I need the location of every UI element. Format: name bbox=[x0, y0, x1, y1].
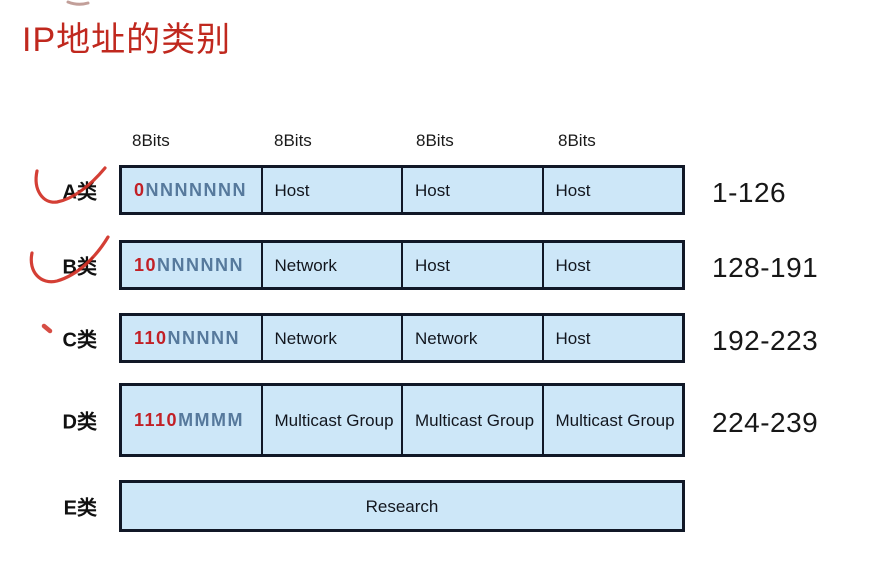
class-a-octet-3: Host bbox=[401, 168, 542, 212]
class-c-label: C类 bbox=[62, 329, 97, 352]
class-e-octet-boxes: Research bbox=[119, 480, 685, 532]
class-a-bit-letters: NNNNNNN bbox=[145, 179, 248, 200]
class-d-octet-2: Multicast Group bbox=[260, 386, 402, 454]
class-c-octet-2: Network bbox=[260, 316, 402, 360]
class-b-bit-prefix: 10 bbox=[134, 254, 158, 275]
class-b-label: B类 bbox=[62, 256, 97, 279]
bits-header-3: 8Bits bbox=[416, 131, 454, 150]
class-a-range: 1-126 bbox=[712, 177, 787, 208]
class-e-research-cell: Research bbox=[365, 496, 439, 516]
bits-header-1: 8Bits bbox=[132, 131, 170, 150]
class-b-bit-letters: NNNNNN bbox=[157, 254, 245, 275]
class-d-label: D类 bbox=[62, 411, 97, 434]
slide-title: IP地址的类别 bbox=[22, 21, 232, 59]
class-b-octet-4: Host bbox=[541, 243, 683, 287]
class-d-range: 224-239 bbox=[712, 407, 819, 438]
class-e-row: E类 Research bbox=[0, 480, 896, 532]
class-c-bit-prefix: 110 bbox=[134, 327, 168, 348]
class-d-octet-4: Multicast Group bbox=[541, 386, 683, 454]
class-a-bit-prefix: 0 bbox=[134, 179, 146, 200]
class-d-bit-letters: MMMM bbox=[178, 409, 245, 430]
class-a-octet-4: Host bbox=[541, 168, 683, 212]
class-d-octet-3: Multicast Group bbox=[401, 386, 542, 454]
class-b-octet-2: Network bbox=[260, 243, 402, 287]
class-c-octet-4: Host bbox=[541, 316, 683, 360]
class-e-label: E类 bbox=[63, 497, 97, 520]
class-a-octet-2: Host bbox=[260, 168, 402, 212]
class-a-label: A类 bbox=[62, 181, 97, 204]
class-c-octet-3: Network bbox=[401, 316, 542, 360]
top-edge-mark-icon bbox=[66, 0, 90, 6]
class-b-octet-3: Host bbox=[401, 243, 542, 287]
bits-header-2: 8Bits bbox=[274, 131, 312, 150]
class-c-range: 192-223 bbox=[712, 325, 819, 356]
class-c-bit-letters: NNNNN bbox=[167, 327, 241, 348]
class-b-range: 128-191 bbox=[712, 252, 819, 283]
bits-header-4: 8Bits bbox=[558, 131, 596, 150]
class-d-bit-prefix: 1110 bbox=[134, 409, 179, 430]
